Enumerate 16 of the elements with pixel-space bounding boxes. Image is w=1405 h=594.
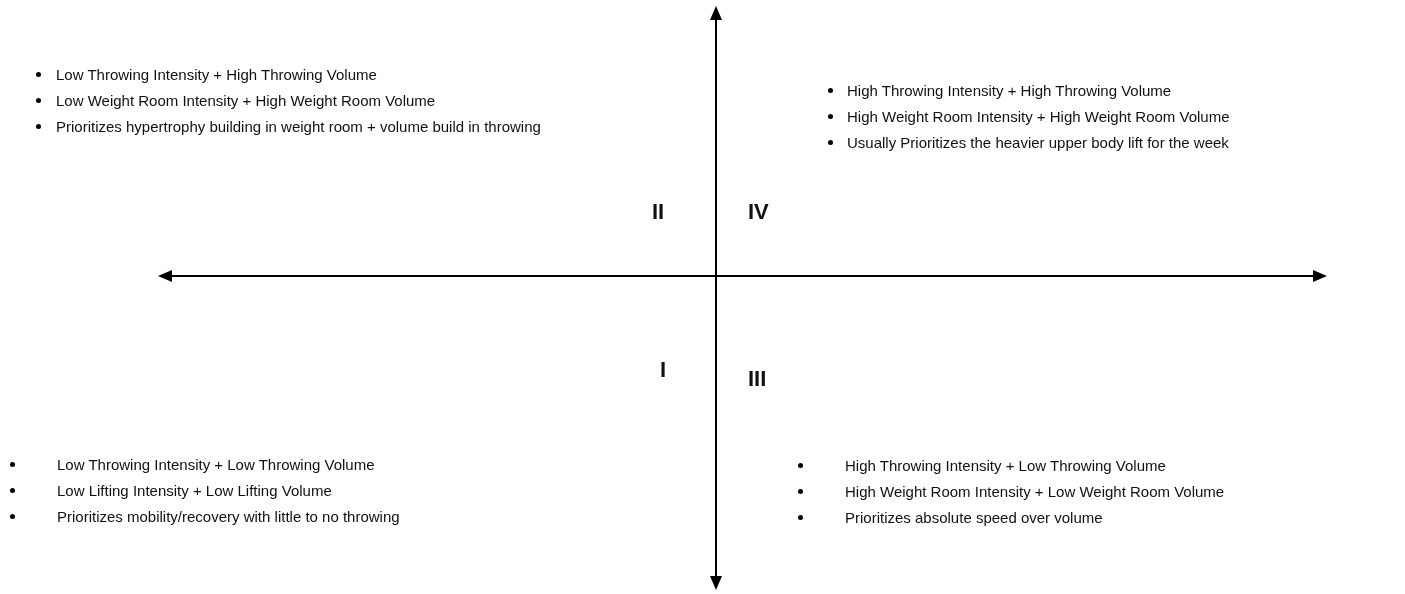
quadrant-numeral: III (748, 366, 767, 392)
quadrant-numeral: I (660, 357, 667, 383)
bullet-text: High Weight Room Intensity + Low Weight Room Volume (845, 482, 1226, 502)
bullet-text: Usually Prioritizes the heavier upper body lift for the week (847, 133, 1230, 153)
bullet-text: Low Weight Room Intensity + High Weight Room Volume (56, 91, 437, 111)
bullet-text: Prioritizes hypertrophy building in weight room + volume build in throwing (56, 117, 542, 137)
bullet-text: Low Lifting Intensity + Low Lifting Volume (57, 481, 333, 501)
quadrant-numeral: II (652, 199, 665, 225)
bullet-text: High Throwing Intensity + High Throwing Volume (847, 81, 1173, 101)
bullet-text: Low Throwing Intensity + High Throwing Volume (56, 65, 378, 85)
bullet-text: High Throwing Intensity + Low Throwing Volume (845, 456, 1167, 476)
bullet-text: Prioritizes mobility/recovery with little to no throwing (57, 507, 401, 527)
bullet-text: Prioritizes absolute speed over volume (845, 508, 1104, 528)
bullet-text: High Weight Room Intensity + High Weight Room Volume (847, 107, 1231, 127)
quadrant-numeral: IV (748, 199, 769, 225)
bullet-text: Low Throwing Intensity + Low Throwing Volume (57, 455, 376, 475)
